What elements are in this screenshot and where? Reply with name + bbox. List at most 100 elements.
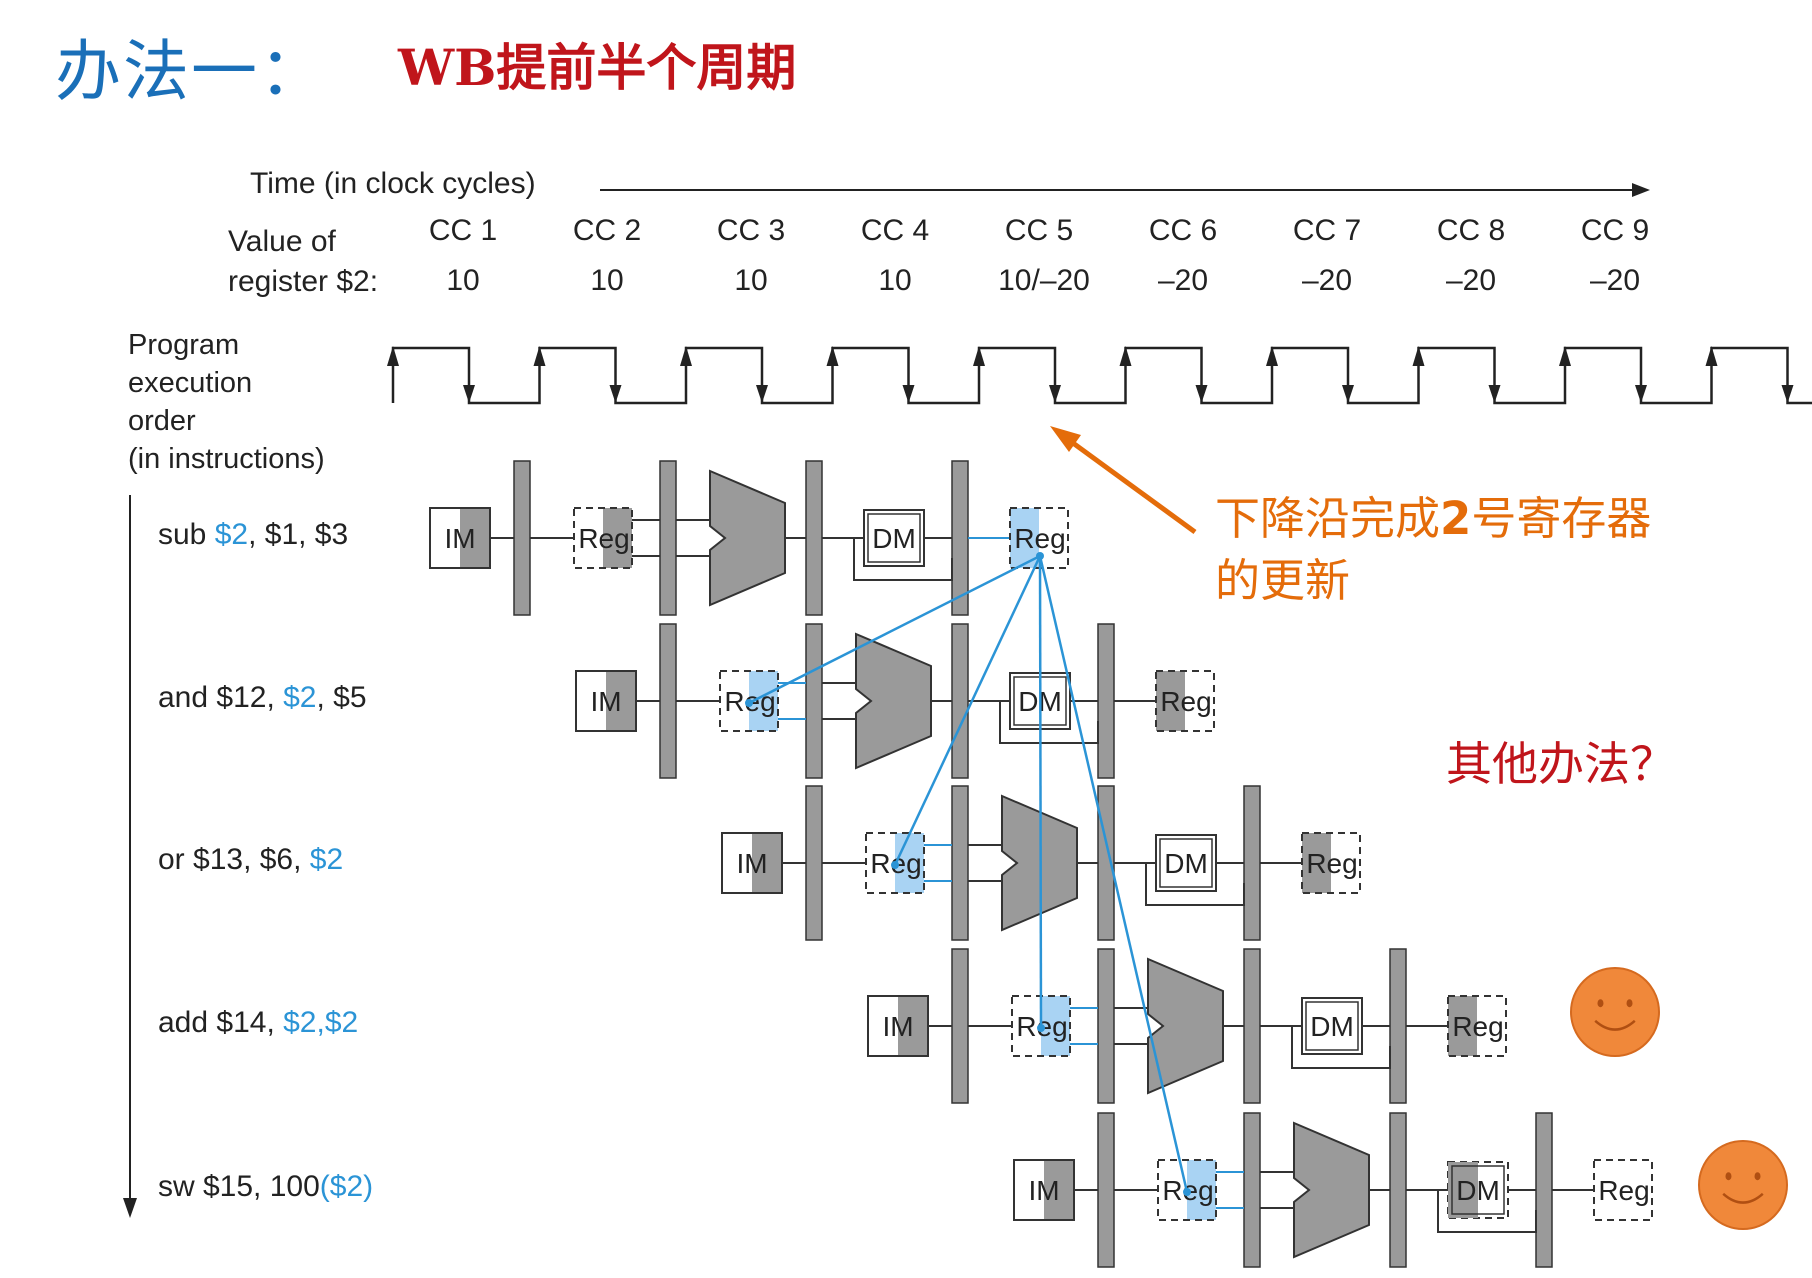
instruction-text: sw $15, 100 bbox=[158, 1170, 320, 1203]
dm-label: DM bbox=[1164, 848, 1208, 879]
reg-write-label: Reg bbox=[1306, 848, 1357, 879]
reg-label: Reg bbox=[578, 523, 629, 554]
instruction-text: , $5 bbox=[316, 681, 367, 714]
pipeline-register-bar bbox=[1389, 1112, 1407, 1268]
pipeline-row bbox=[575, 623, 1215, 779]
pipeline-register-bar bbox=[659, 460, 677, 616]
instruction-text: , $1, $3 bbox=[248, 518, 349, 551]
clock-cycle-label: CC 6 bbox=[1148, 214, 1218, 247]
program-order-arrowhead bbox=[123, 1198, 137, 1218]
forwarding-line bbox=[748, 554, 1041, 705]
other-method-note: 其他办法？ bbox=[1446, 737, 1676, 791]
dm-box bbox=[1301, 997, 1363, 1055]
time-axis-label: Time (in clock cycles) bbox=[250, 167, 536, 200]
clock-cycle-label: CC 1 bbox=[428, 214, 498, 247]
clock-cycle-label: CC 5 bbox=[1004, 214, 1074, 247]
pipeline-row bbox=[721, 785, 1361, 941]
reg-write-box bbox=[1447, 995, 1507, 1057]
pipeline-row bbox=[1013, 1112, 1653, 1268]
pipeline-register-bar bbox=[951, 623, 969, 779]
dm-box bbox=[1155, 834, 1217, 892]
pipeline-register-bar bbox=[1535, 1112, 1553, 1268]
register-value: 10 bbox=[590, 264, 624, 297]
note-arrowhead bbox=[1050, 426, 1081, 452]
clock-cycle-label: CC 8 bbox=[1436, 214, 1506, 247]
alu-shape bbox=[709, 469, 786, 607]
pipeline-register-bar bbox=[805, 460, 823, 616]
register-highlight: $2 bbox=[309, 843, 344, 876]
falling-edge-arrow bbox=[756, 385, 768, 403]
reg-write-half bbox=[1448, 996, 1477, 1056]
rising-edge-arrow bbox=[973, 346, 985, 366]
falling-edge-arrow bbox=[902, 385, 915, 403]
program-order-line4: (in instructions) bbox=[128, 443, 325, 475]
register-highlight: $2 bbox=[283, 681, 317, 714]
program-order-line1: Program bbox=[128, 329, 240, 361]
pipeline-row bbox=[429, 460, 1069, 616]
note-arrow bbox=[1060, 432, 1197, 535]
rising-edge-arrow bbox=[533, 346, 546, 366]
im-label: IM bbox=[444, 523, 475, 554]
falling-edge-arrow bbox=[609, 385, 622, 403]
register-value-label: Value of register $2: bbox=[228, 222, 378, 302]
instruction-text: add $14, bbox=[158, 1006, 284, 1039]
reg-write-half bbox=[1156, 671, 1185, 731]
reg-write-label: Reg bbox=[1160, 686, 1211, 717]
falling-edge-arrow bbox=[1195, 385, 1208, 403]
pipeline-register-bar bbox=[513, 460, 531, 616]
register-value: –20 bbox=[1157, 264, 1209, 297]
im-read-half bbox=[898, 996, 928, 1056]
im-label: IM bbox=[736, 848, 767, 879]
register-value: 10 bbox=[734, 264, 768, 297]
smiley-face-icon bbox=[1570, 967, 1660, 1057]
rising-edge-arrow bbox=[1119, 346, 1132, 366]
forward-target-dot bbox=[891, 861, 899, 869]
register-highlight: $2,$2 bbox=[283, 1006, 359, 1039]
im-read-half bbox=[460, 508, 490, 568]
reg-write-half bbox=[1302, 833, 1331, 893]
falling-edge-arrow bbox=[1049, 385, 1061, 403]
register-value: 10 bbox=[878, 264, 912, 297]
alu-shape bbox=[1293, 1121, 1370, 1259]
im-label: IM bbox=[590, 686, 621, 717]
register-value-label-line1: Value of bbox=[228, 225, 336, 258]
falling-edge-arrow bbox=[1635, 385, 1647, 403]
register-highlight: $2 bbox=[214, 518, 249, 551]
instruction-label: sw $15, 100($2) bbox=[158, 1170, 373, 1204]
wire bbox=[1437, 1189, 1537, 1233]
dm-label: DM bbox=[1310, 1011, 1354, 1042]
register-value: –20 bbox=[1589, 264, 1641, 297]
reg-read-half bbox=[895, 833, 924, 893]
pipeline-register-bar bbox=[1243, 948, 1261, 1104]
dm-label: DM bbox=[1456, 1175, 1500, 1206]
alu-shape bbox=[855, 632, 932, 770]
falling-edge-note-pre: 下降沿完成 bbox=[1215, 492, 1441, 545]
im-read-half bbox=[752, 833, 782, 893]
instruction-label: or $13, $6, $2 bbox=[158, 843, 343, 877]
dm-half bbox=[1448, 1162, 1478, 1218]
page-title: 办法一： bbox=[55, 33, 327, 110]
program-order-line2: execution bbox=[128, 367, 253, 399]
falling-edge-arrow bbox=[1781, 385, 1794, 403]
rising-edge-arrow bbox=[1705, 346, 1718, 366]
instruction-text: or $13, $6, bbox=[158, 843, 310, 876]
clock-cycle-label: CC 9 bbox=[1580, 214, 1650, 247]
rising-edge-arrow bbox=[680, 346, 692, 366]
reg-write-label: Reg bbox=[1014, 523, 1065, 554]
falling-edge-note-bold: 2 bbox=[1440, 492, 1472, 545]
pipeline-register-bar bbox=[1243, 785, 1261, 941]
falling-edge-note: 下降沿完成2号寄存器 的更新 bbox=[1215, 488, 1651, 612]
reg-write-box bbox=[1593, 1159, 1653, 1221]
forward-target-dot bbox=[1183, 1188, 1191, 1196]
clock-cycle-label: CC 2 bbox=[572, 214, 642, 247]
clock-cycle-label: CC 7 bbox=[1292, 214, 1362, 247]
time-axis-arrowhead bbox=[1632, 183, 1650, 197]
pipeline-register-bar bbox=[951, 948, 969, 1104]
wire bbox=[1145, 862, 1245, 906]
reg-write-label: Reg bbox=[1452, 1011, 1503, 1042]
pipeline-register-bar bbox=[1243, 1112, 1261, 1268]
page-subtitle: WB提前半个周期 bbox=[398, 38, 797, 97]
rising-edge-arrow bbox=[1412, 346, 1425, 366]
smiley-face-icon bbox=[1698, 1140, 1788, 1230]
